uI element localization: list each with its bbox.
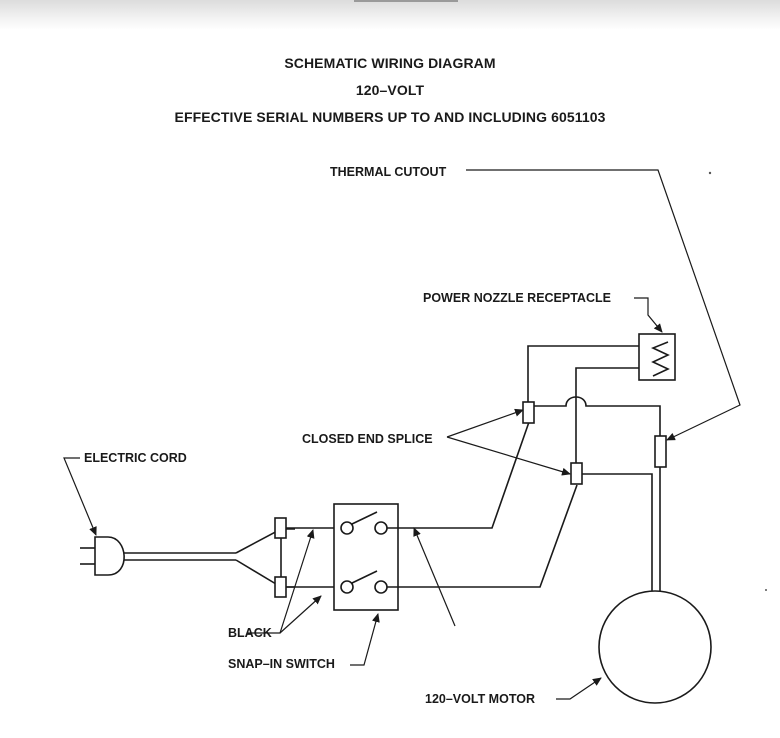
thermal-cutout: [654, 435, 667, 468]
switch-to-upper-splice: [387, 421, 530, 529]
black-leader-to-lower-terminal: [279, 595, 322, 634]
splice-leader-upper: [446, 408, 524, 438]
closed-end-splice-label: CLOSED END SPLICE: [302, 432, 433, 446]
electric-cord-label: ELECTRIC CORD: [84, 451, 187, 465]
diagram-subtitle-voltage: 120–VOLT: [355, 82, 425, 98]
cord-terminal-lower: [274, 576, 287, 598]
closed-end-splice-upper: [522, 401, 535, 424]
thermal-cutout-leader: [466, 169, 741, 441]
closed-end-splice-lower: [570, 462, 583, 485]
top-bar-tab: [354, 0, 458, 2]
splice-to-thermal-cutout-wire: [534, 396, 661, 436]
switch-to-lower-splice: [387, 484, 578, 588]
motor-label: 120–VOLT MOTOR: [425, 692, 535, 706]
speck: [708, 171, 712, 175]
power-nozzle-receptacle-label: POWER NOZZLE RECEPTACLE: [423, 291, 611, 305]
top-bar: [0, 0, 780, 30]
switch-side-leader: [413, 527, 456, 627]
cord-terminal-upper: [274, 517, 287, 539]
electric-cord-leader: [63, 457, 97, 536]
snap-in-switch: [333, 503, 399, 611]
receptacle-wire-upper: [527, 345, 639, 402]
thermal-cutout-label: THERMAL CUTOUT: [330, 165, 447, 179]
splice-leader-lower: [446, 436, 571, 476]
snap-in-switch-label: SNAP–IN SWITCH: [228, 657, 335, 671]
motor-icon: [598, 590, 712, 704]
lower-splice-to-motor-wire: [582, 473, 653, 592]
power-nozzle-receptacle: [638, 333, 676, 381]
snap-in-switch-leader: [350, 613, 380, 666]
speck: [765, 589, 767, 591]
diagram-title: SCHEMATIC WIRING DIAGRAM: [284, 55, 496, 71]
power-nozzle-leader: [634, 297, 663, 333]
motor-leader: [556, 677, 602, 700]
electric-plug-icon: [80, 536, 125, 576]
receptacle-wire-lower: [575, 367, 639, 463]
diagram-subtitle-serial: EFFECTIVE SERIAL NUMBERS UP TO AND INCLU…: [174, 109, 606, 125]
